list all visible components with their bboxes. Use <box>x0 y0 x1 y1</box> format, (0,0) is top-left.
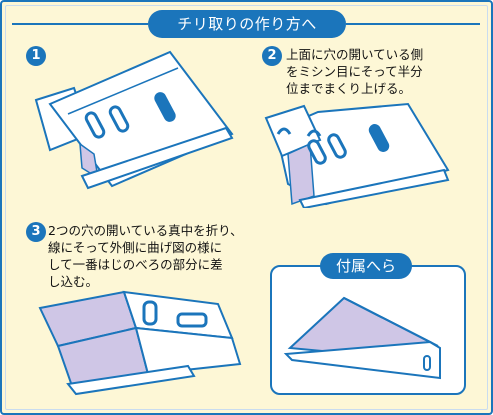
step-2-number: 2 <box>262 46 282 66</box>
spatula-label: 付属へら <box>320 253 412 279</box>
step-3-illustration <box>38 290 242 396</box>
step-3-number: 3 <box>26 222 46 242</box>
spatula-illustration <box>283 296 441 380</box>
step-3-text: 2つの穴の開いている真中を折り、 線にそって外側に曲げ図の様に して一番はじのべ… <box>48 223 243 289</box>
step-1-number: 1 <box>26 46 46 66</box>
step-1-illustration <box>34 50 234 190</box>
step-2-text: 上面に穴の開いている側 をミシン目にそって半分 位までまくり上げる。 <box>286 47 424 96</box>
title-rule-left <box>12 23 148 25</box>
title-rule-right <box>346 23 480 25</box>
step-2-illustration <box>264 102 450 208</box>
page-title: チリ取りの作り方へ <box>148 10 346 38</box>
